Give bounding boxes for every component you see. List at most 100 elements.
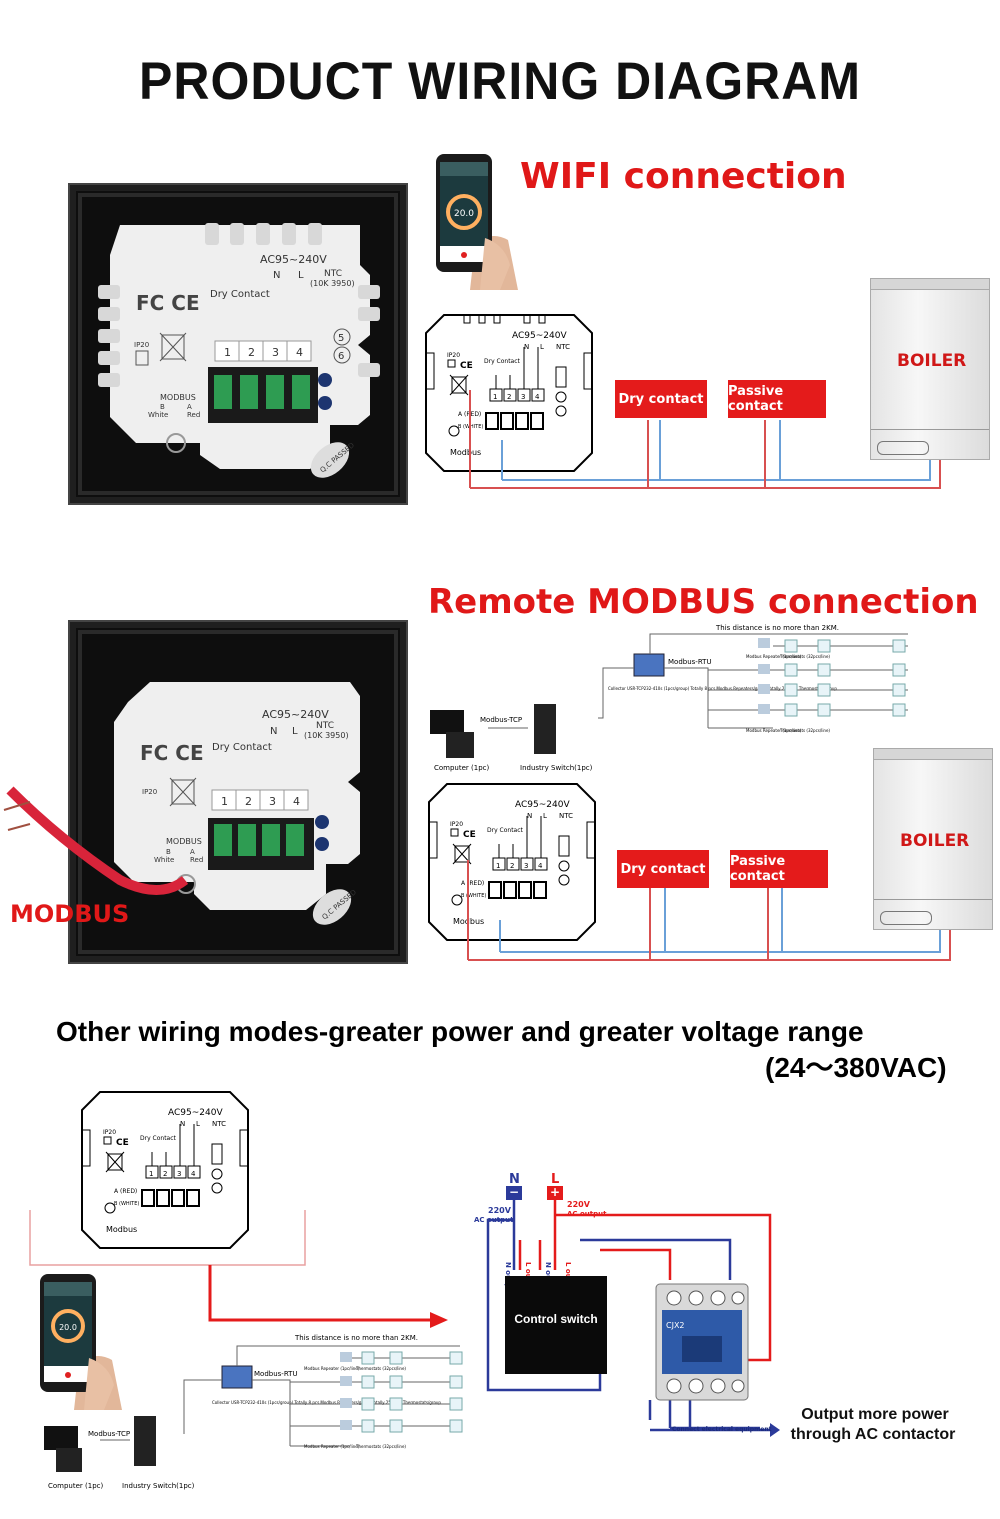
schematic2-t1: 1 — [496, 862, 500, 870]
l-label: L — [551, 1172, 560, 1187]
net2-thermostats-1: Thermostats (32pcs/line) — [355, 1366, 406, 1371]
schematic3-ntc: NTC — [212, 1120, 226, 1128]
device2-terminal-2: 2 — [245, 795, 252, 808]
schematic2-t2: 2 — [510, 862, 514, 870]
schematic3-t4: 4 — [191, 1170, 196, 1178]
net2-thermostats-2: Thermostats (32pcs/line) — [355, 1444, 406, 1449]
schematic1-ntc: NTC — [556, 343, 570, 351]
connect-equipment-label: Connect electrical equipment — [672, 1426, 772, 1433]
schematic2-t3: 3 — [524, 862, 528, 870]
dry-contact-box-2: Dry contact — [617, 850, 709, 888]
schematic1-ip20: IP20 — [447, 352, 460, 359]
schematic2-n: N — [527, 812, 532, 820]
device2-red: Red — [190, 856, 203, 864]
schematic2-ntc: NTC — [559, 812, 573, 820]
schematic1-t3: 3 — [521, 393, 525, 401]
device2-l: L — [292, 726, 298, 737]
device2-terminal-1: 1 — [221, 795, 228, 808]
device2-n: N — [270, 726, 277, 737]
ac-output-left: AC output — [474, 1216, 514, 1224]
thermostat-schematic-1: AC95~240V N L NTC IP20 CE Dry Contact 1 … — [424, 313, 594, 473]
device2-ntc-spec: (10K 3950) — [304, 731, 349, 740]
net2-repeater-1: Modbus Repeater (1pc/line) — [304, 1366, 360, 1371]
v220-left: 220V — [488, 1206, 511, 1215]
net2-collector-note: Collector USR-TCP232-410s (1pcs/group) T… — [212, 1400, 441, 1405]
device1-l: L — [298, 270, 304, 281]
schematic1-t2: 2 — [507, 393, 511, 401]
net1-collector-note: Collector USR-TCP232-410s (1pcs/group) T… — [608, 686, 837, 691]
device1-terminal-6: 6 — [338, 351, 344, 362]
net2-repeater-2: Modbus Repeater (1pc/line) — [304, 1444, 360, 1449]
net2-distance: This distance is no more than 2KM. — [294, 1334, 418, 1342]
device2-terminal-3: 3 — [269, 795, 276, 808]
modbus-cable — [3, 786, 189, 895]
phone-temp: 20.0 — [454, 209, 474, 219]
boiler-2-label: BOILER — [900, 831, 970, 851]
net2-modbus-rtu: Modbus-RTU — [254, 1370, 298, 1378]
modbus-cable-label: MODBUS — [10, 900, 130, 928]
device1-terminal-4: 4 — [296, 346, 303, 359]
schematic2-voltage: AC95~240V — [515, 800, 570, 810]
passive-contact-box-1: Passive contact — [728, 380, 826, 418]
schematic3-a-red: A (RED) — [114, 1188, 137, 1195]
device2-ntc: NTC — [316, 721, 334, 731]
device1-modbus: MODBUS — [160, 393, 196, 402]
schematic1-t1: 1 — [493, 393, 497, 401]
device1-n: N — [273, 270, 280, 281]
net1-thermostats-2: Thermostats (32pcs/line) — [779, 728, 830, 733]
schematic3-n: N — [180, 1120, 185, 1128]
net1-modbus-tcp: Modbus-TCP — [480, 716, 522, 724]
device1-a: A — [187, 403, 192, 411]
net2-modbus-tcp: Modbus-TCP — [88, 1430, 130, 1438]
ac-contactor-image: CJX2 — [652, 1280, 752, 1404]
schematic2-t4: 4 — [538, 862, 543, 870]
schematic3-modbus: Modbus — [106, 1225, 137, 1234]
schematic2-dry-contact: Dry Contact — [487, 827, 524, 834]
schematic1-ce: CE — [460, 361, 473, 371]
device2-white: White — [154, 856, 174, 864]
schematic2-l: L — [543, 812, 547, 820]
net1-repeater-1: Modbus Repeater (1pc/line) — [746, 654, 802, 659]
device1-ip20: IP20 — [134, 341, 149, 349]
net1-industry-switch: Industry Switch(1pc) — [520, 764, 593, 772]
schematic3-t1: 1 — [149, 1170, 153, 1178]
boiler-1: BOILER — [870, 278, 990, 460]
thermostat-back-panel-1: AC95~240V N L NTC (10K 3950) Dry Contact… — [68, 183, 408, 505]
v220-right: 220V — [567, 1200, 590, 1209]
boiler-2: BOILER — [873, 748, 993, 930]
device1-ntc-spec: (10K 3950) — [310, 279, 355, 288]
schematic3-t2: 2 — [163, 1170, 167, 1178]
schematic3-b-white: B (WHITE) — [114, 1201, 139, 1207]
schematic1-l: L — [540, 343, 544, 351]
schematic3-ce: CE — [116, 1138, 129, 1148]
device1-terminal-3: 3 — [272, 346, 279, 359]
thermostat-back-panel-2: AC95~240V N L NTC (10K 3950) Dry Contact… — [68, 620, 408, 964]
device2-terminal-4: 4 — [293, 795, 300, 808]
schematic2-a-red: A (RED) — [461, 880, 484, 887]
schematic3-voltage: AC95~240V — [168, 1108, 223, 1118]
control-switch-label: Control switch — [514, 1312, 598, 1326]
phone2-temp: 20.0 — [59, 1323, 77, 1332]
net1-modbus-rtu: Modbus-RTU — [668, 658, 712, 666]
schematic2-ip20: IP20 — [450, 821, 463, 828]
modbus-network-diagram-1: This distance is no more than 2KM. Modbu… — [430, 624, 908, 772]
wifi-connection-title: WIFI connection — [520, 156, 847, 197]
voltage-range-title: (24～380VAC) — [765, 1052, 947, 1083]
device1-voltage: AC95~240V — [260, 253, 327, 266]
device2-b: B — [166, 848, 171, 856]
n-label: N — [509, 1172, 520, 1187]
contactor-model: CJX2 — [666, 1321, 685, 1330]
boiler-1-label: BOILER — [897, 351, 967, 371]
net1-distance: This distance is no more than 2KM. — [715, 624, 839, 632]
schematic2-b-white: B (WHITE) — [461, 893, 486, 899]
wires-section-2 — [467, 860, 951, 961]
device2-voltage: AC95~240V — [262, 708, 329, 721]
schematic3-ip20: IP20 — [103, 1129, 116, 1136]
schematic2-ce: CE — [463, 830, 476, 840]
schematic3-dry-contact: Dry Contact — [140, 1135, 177, 1142]
net2-industry-switch: Industry Switch(1pc) — [122, 1482, 195, 1490]
device1-fc-ce: FC CE — [136, 291, 200, 315]
device2-dry-contact: Dry Contact — [212, 742, 272, 753]
n-minus-icon: − — [506, 1186, 522, 1200]
wires-section-3 — [29, 1200, 780, 1437]
